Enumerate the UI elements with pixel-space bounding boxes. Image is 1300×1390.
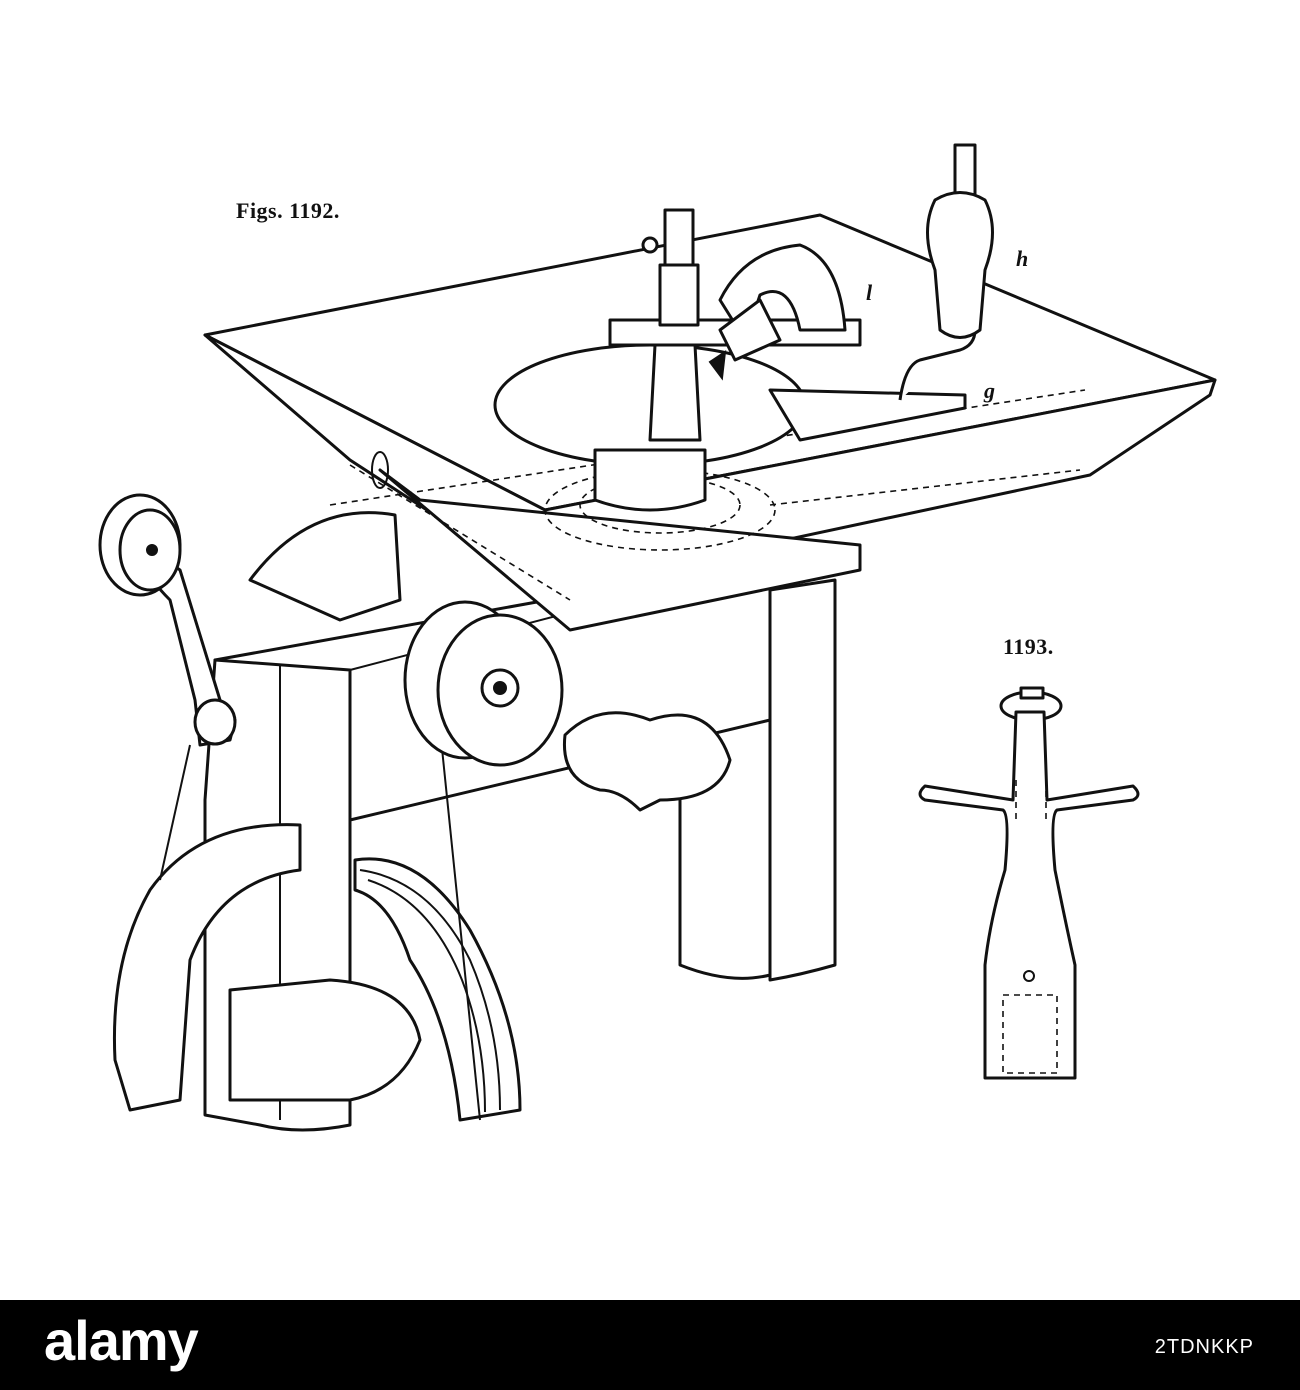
- alamy-logo: alamy: [44, 1309, 199, 1372]
- pulleys: [98, 493, 564, 767]
- part-label-g: g: [984, 378, 995, 403]
- water-tray: [203, 143, 1217, 632]
- watermark-bar: [0, 1300, 1300, 1390]
- engraving-figure: Figs. 1192. 1193. l h g: [98, 143, 1217, 1132]
- fig-1193-spindle: [918, 686, 1140, 1080]
- machine-illustration: [98, 143, 1217, 1132]
- image-id: 2TDNKKP: [1154, 1336, 1254, 1358]
- part-label-h: h: [1016, 246, 1029, 271]
- figure-1193-caption: 1193.: [1003, 634, 1054, 659]
- figure-1192-caption: Figs. 1192.: [236, 198, 340, 223]
- part-label-l: l: [866, 280, 873, 305]
